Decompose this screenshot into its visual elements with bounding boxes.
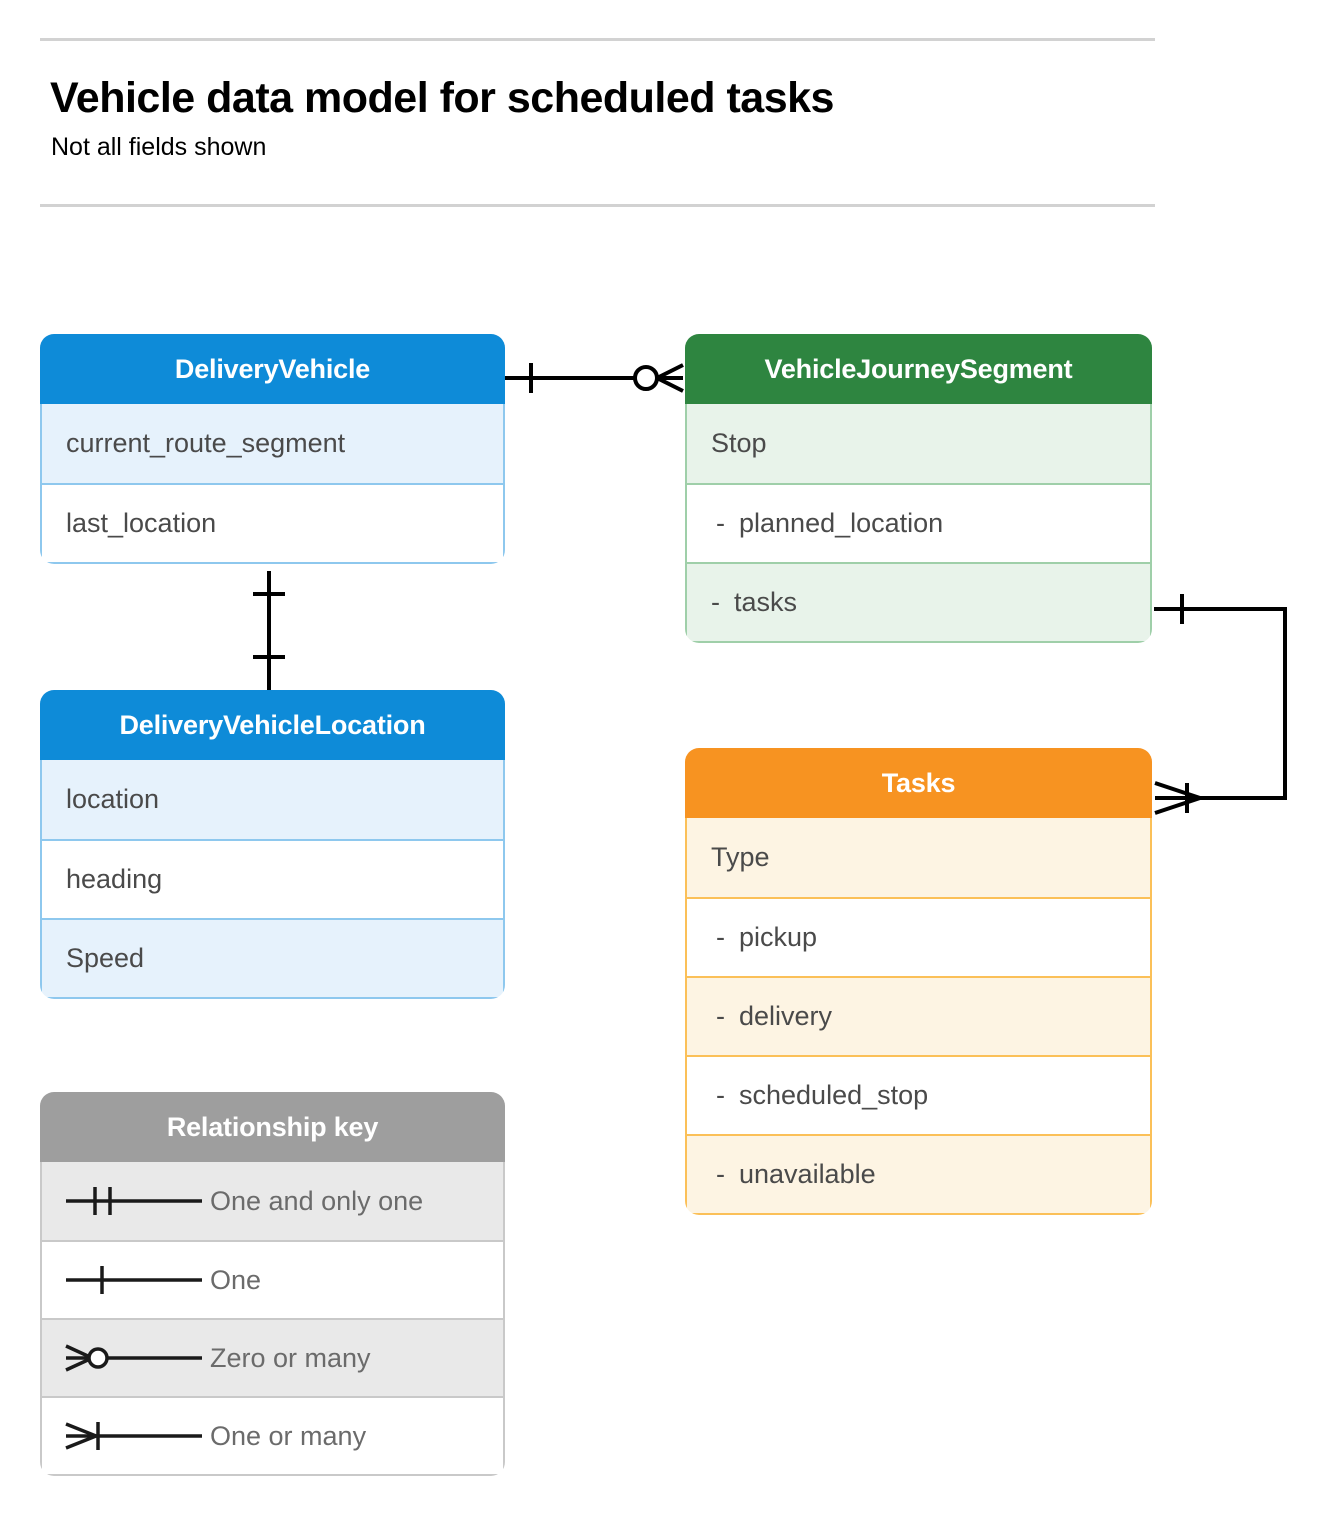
one-icon [42, 1260, 210, 1300]
legend-item[interactable]: Zero or many [42, 1318, 503, 1396]
connector-journeysegment-to-tasks [1154, 594, 1287, 815]
legend-item-label: One and only one [210, 1185, 424, 1216]
field-row[interactable]: - scheduled_stop [687, 1055, 1150, 1134]
page-title: Vehicle data model for scheduled tasks [50, 74, 834, 122]
field-label: Speed [66, 943, 145, 973]
entity-title-delivery-vehicle-location: DeliveryVehicleLocation [40, 690, 505, 760]
header-divider-top [40, 38, 1155, 41]
field-label: planned_location [739, 508, 944, 538]
zero-or-many-icon [42, 1338, 210, 1378]
legend-item[interactable]: One or many [42, 1396, 503, 1474]
field-row[interactable]: - unavailable [687, 1134, 1150, 1213]
field-row[interactable]: Type [687, 818, 1150, 897]
field-bullet-dash: - [716, 1001, 725, 1031]
entity-fields-delivery-vehicle: current_route_segment last_location [40, 404, 505, 564]
field-row[interactable]: Speed [42, 918, 503, 997]
legend-item-label: One [210, 1264, 262, 1295]
field-row[interactable]: heading [42, 839, 503, 918]
field-row[interactable]: Stop [687, 404, 1150, 483]
field-row[interactable]: - planned_location [687, 483, 1150, 562]
field-bullet-dash: - [716, 1080, 725, 1110]
entity-title-delivery-vehicle: DeliveryVehicle [40, 334, 505, 404]
page-subtitle: Not all fields shown [51, 133, 267, 161]
header-divider-bottom [40, 204, 1155, 207]
field-row[interactable]: location [42, 760, 503, 839]
field-label: last_location [66, 508, 217, 538]
field-label: heading [66, 864, 163, 894]
field-label: tasks [734, 587, 798, 617]
legend-item-label: One or many [210, 1420, 367, 1451]
entity-title-tasks: Tasks [685, 748, 1152, 818]
field-label: pickup [739, 922, 818, 952]
connector-deliveryvehicle-to-journeysegment [505, 363, 684, 393]
one-or-many-icon [42, 1416, 210, 1456]
legend-rows: One and only one One [40, 1162, 505, 1476]
legend-title: Relationship key [40, 1092, 505, 1162]
field-bullet-dash: - [716, 922, 725, 952]
entity-fields-delivery-vehicle-location: location heading Speed [40, 760, 505, 999]
entity-fields-vehicle-journey-segment: Stop - planned_location - tasks [685, 404, 1152, 643]
one-and-only-one-icon [42, 1181, 210, 1221]
field-bullet-dash: - [711, 587, 720, 617]
entity-delivery-vehicle-location[interactable]: DeliveryVehicleLocation location heading… [40, 690, 505, 999]
field-label: current_route_segment [66, 428, 346, 458]
field-row[interactable]: - tasks [687, 562, 1150, 641]
entity-title-vehicle-journey-segment: VehicleJourneySegment [685, 334, 1152, 404]
legend-item[interactable]: One [42, 1240, 503, 1318]
field-label: delivery [739, 1001, 833, 1031]
field-label: scheduled_stop [739, 1080, 929, 1110]
field-label: unavailable [739, 1159, 876, 1189]
field-row[interactable]: - delivery [687, 976, 1150, 1055]
field-row[interactable]: last_location [42, 483, 503, 562]
entity-delivery-vehicle[interactable]: DeliveryVehicle current_route_segment la… [40, 334, 505, 564]
entity-tasks[interactable]: Tasks Type - pickup - delivery - schedul… [685, 748, 1152, 1215]
entity-fields-tasks: Type - pickup - delivery - scheduled_sto… [685, 818, 1152, 1215]
field-label: Type [711, 842, 770, 872]
field-label: Stop [711, 428, 767, 458]
legend-item[interactable]: One and only one [42, 1162, 503, 1240]
connector-deliveryvehicle-to-vehiclelocation [253, 571, 285, 691]
relationship-key-legend[interactable]: Relationship key One and only one [40, 1092, 505, 1476]
entity-vehicle-journey-segment[interactable]: VehicleJourneySegment Stop - planned_loc… [685, 334, 1152, 643]
field-row[interactable]: - pickup [687, 897, 1150, 976]
field-row[interactable]: current_route_segment [42, 404, 503, 483]
field-bullet-dash: - [716, 1159, 725, 1189]
field-label: location [66, 784, 160, 814]
legend-item-label: Zero or many [210, 1342, 371, 1373]
field-bullet-dash: - [716, 508, 725, 538]
